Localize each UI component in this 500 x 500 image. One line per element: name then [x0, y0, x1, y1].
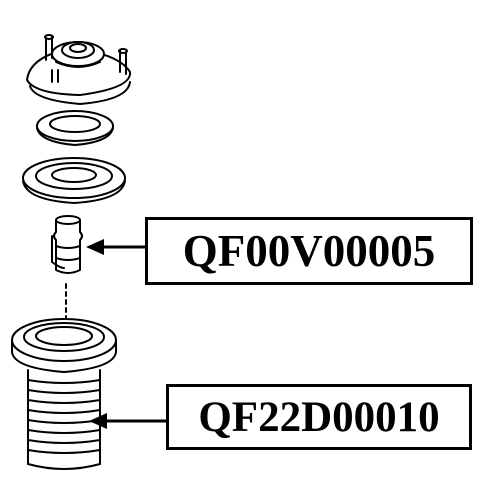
part-number-dust-boot: QF22D00010	[166, 384, 472, 450]
strut-top-mount	[26, 34, 132, 105]
spring-seat	[22, 157, 126, 204]
bump-stop	[51, 215, 83, 274]
arrow-bump-stop	[86, 239, 145, 255]
dust-boot	[11, 318, 117, 470]
arrow-dust-boot	[89, 413, 166, 429]
strut-bearing-ring	[36, 110, 114, 146]
part-number-bump-stop: QF00V00005	[145, 217, 473, 285]
